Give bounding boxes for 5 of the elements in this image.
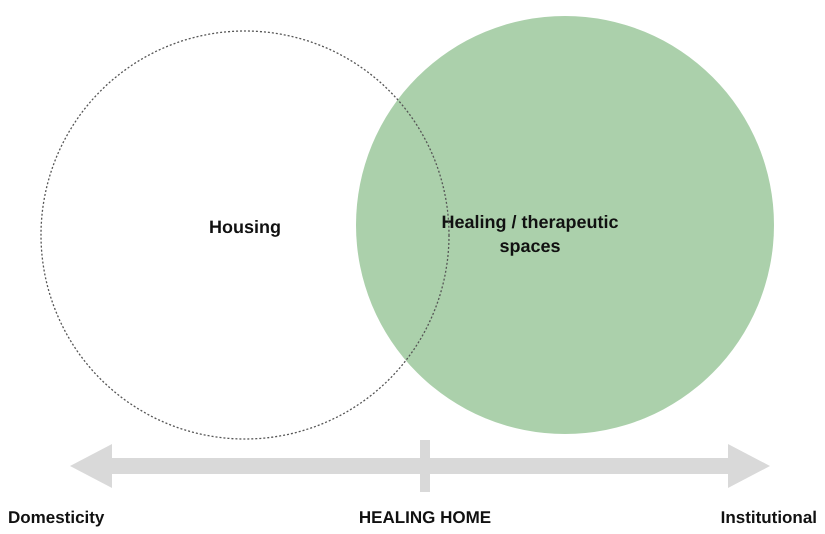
circle-label: Healing / therapeutic spaces xyxy=(440,211,620,258)
axis-label: Domesticity xyxy=(8,508,104,528)
circle-label: Housing xyxy=(208,216,282,239)
axis-label: Institutional xyxy=(720,508,817,528)
axis-label: HEALING HOME xyxy=(358,508,492,528)
